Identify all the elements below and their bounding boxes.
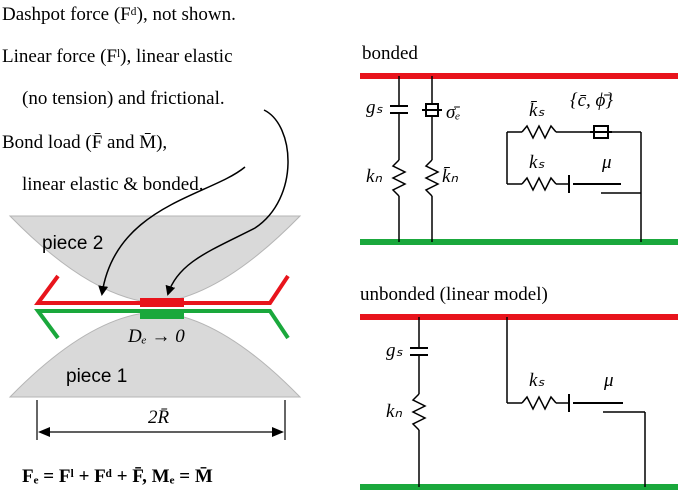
bonded-sigma-label: σ̄ₑ (446, 102, 460, 123)
bonded-mu-label: μ (601, 152, 612, 173)
radius-label: 2R̄ (148, 407, 170, 428)
unbonded-title: unbonded (linear model) (360, 284, 548, 305)
piece-1-shape (8, 311, 302, 398)
bonded-normal-branch-1 (390, 76, 408, 242)
unbonded-kn-label: kₙ (386, 401, 402, 422)
dc-label: Dₑ → 0 (127, 326, 185, 347)
bonded-shear-branch (506, 124, 642, 242)
text-dashpot-force: Dashpot force (Fᵈ), not shown. (2, 4, 236, 25)
piece-2-shape (8, 215, 302, 304)
bonded-kn-label: kₙ (366, 166, 382, 187)
dimension-arrow-right (272, 427, 284, 437)
unbonded-ks-label: kₛ (529, 370, 545, 391)
bonded-ks-bar-label: k̄ₛ (529, 100, 545, 121)
dimension-arrow-left (38, 427, 50, 437)
text-linear-force: Linear force (Fˡ), linear elastic (2, 46, 233, 67)
unbonded-shear-branch (506, 317, 646, 487)
piece-2-label: piece 2 (42, 233, 103, 254)
unbonded-normal-branch (410, 317, 428, 487)
arrow-bond-load (165, 109, 289, 296)
unbonded-mu-label: μ (603, 370, 614, 391)
bonded-normal-branch-2 (422, 76, 442, 242)
bond-red-block (140, 298, 184, 307)
bonded-kn-bar-label: k̄ₙ (442, 166, 458, 187)
bonded-gs-label: gₛ (366, 97, 384, 118)
text-no-tension: (no tension) and frictional. (22, 88, 225, 109)
bonded-ks-label: kₛ (529, 152, 545, 173)
bonded-title: bonded (362, 43, 418, 64)
arrow-linear-force (98, 166, 246, 296)
contact-equation: Fₑ = Fˡ + Fᵈ + F̄, Mₑ = M̄ (22, 466, 213, 487)
piece-1-label: piece 1 (66, 366, 127, 387)
bonded-c-phi-label: {c̄, ϕ̄} (570, 90, 613, 111)
text-bond-load: Bond load (F̄ and M̄), (2, 132, 168, 153)
bond-green-block (140, 310, 184, 319)
unbonded-gs-label: gₛ (386, 340, 404, 361)
text-linear-elastic-bonded: linear elastic & bonded. (22, 174, 204, 195)
